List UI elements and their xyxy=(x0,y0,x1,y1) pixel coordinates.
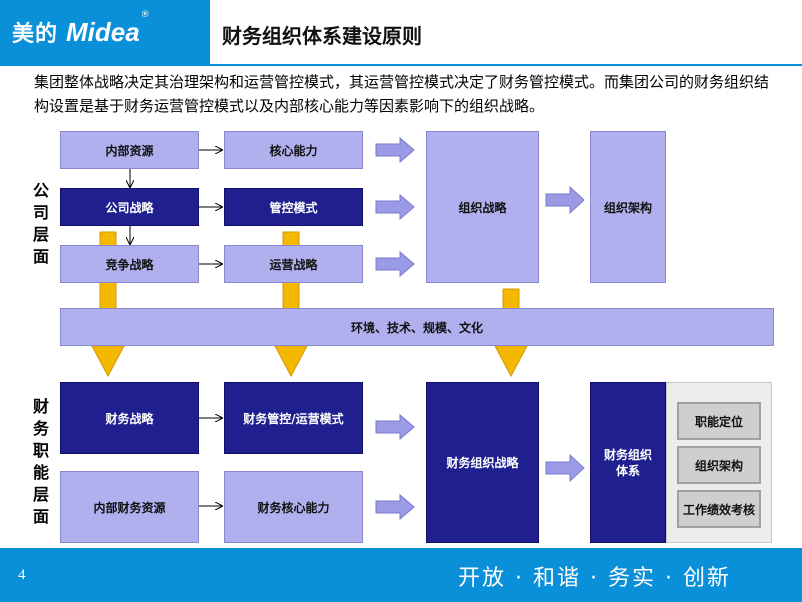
finance-control-mode-box: 财务管控/运营模式 xyxy=(224,382,363,454)
logo-registered-mark: ® xyxy=(140,10,150,20)
purple-arrow-finance-org-strategy xyxy=(545,453,585,483)
slide-title: 财务组织体系建设原则 xyxy=(222,24,422,48)
company-strategy-box: 公司战略 xyxy=(60,188,199,226)
finance-org-system-box: 财务组织体系 xyxy=(590,382,666,543)
org-structure-box: 组织架构 xyxy=(590,131,666,283)
purple-arrow-control xyxy=(375,193,415,221)
header-divider xyxy=(0,64,802,66)
function-positioning-item: 职能定位 xyxy=(677,402,761,440)
purple-arrow-operation xyxy=(375,250,415,278)
operation-strategy-box: 运营战略 xyxy=(224,245,363,283)
page-number: 4 xyxy=(18,567,26,583)
footer-band xyxy=(0,548,802,602)
performance-appraisal-item: 工作绩效考核 xyxy=(677,490,761,528)
internal-finance-resources-box: 内部财务资源 xyxy=(60,471,199,543)
intro-paragraph: 集团整体战略决定其治理架构和运营管控模式，其运营管控模式决定了财务管控模式。而集… xyxy=(34,73,770,115)
purple-arrow-capability xyxy=(375,136,415,164)
header-band xyxy=(0,0,210,64)
purple-arrow-org-strategy xyxy=(545,185,585,215)
finance-level-label: 财务职能层面 xyxy=(32,397,49,526)
finance-org-strategy-box: 财务组织战略 xyxy=(426,382,539,543)
midea-logo: 美的 Midea ® xyxy=(12,10,192,54)
logo-chinese: 美的 xyxy=(12,22,59,47)
footer-slogan: 开放 · 和谐 · 务实 · 创新 xyxy=(458,566,731,591)
org-structure-item: 组织架构 xyxy=(677,446,761,484)
control-mode-box: 管控模式 xyxy=(224,188,363,226)
finance-strategy-box: 财务战略 xyxy=(60,382,199,454)
core-capability-box: 核心能力 xyxy=(224,131,363,169)
purple-arrow-finance-capability xyxy=(375,493,415,521)
org-strategy-box: 组织战略 xyxy=(426,131,539,283)
company-level-label: 公司层面 xyxy=(32,181,49,266)
purple-arrow-finance-control xyxy=(375,413,415,441)
environment-bar: 环境、技术、规模、文化 xyxy=(60,308,774,346)
competitive-strategy-box: 竞争战略 xyxy=(60,245,199,283)
logo-english: Midea xyxy=(66,16,140,47)
internal-resources-box: 内部资源 xyxy=(60,131,199,169)
finance-core-capability-box: 财务核心能力 xyxy=(224,471,363,543)
